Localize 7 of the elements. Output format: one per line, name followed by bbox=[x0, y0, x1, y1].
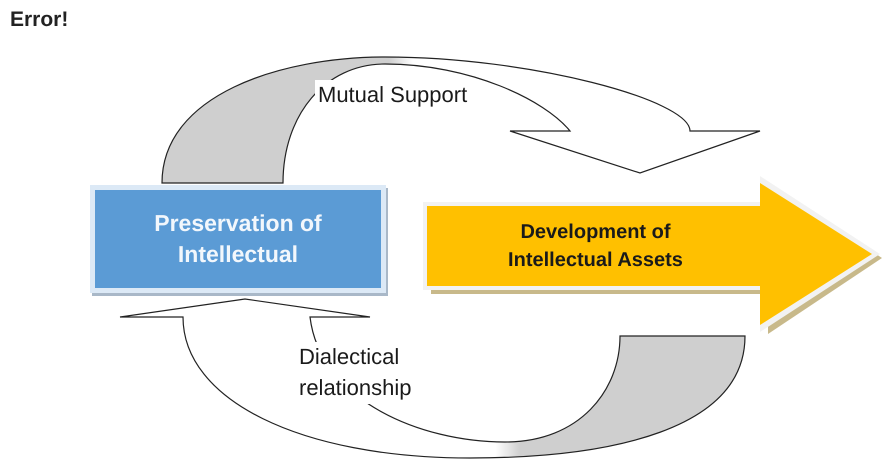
block-arrow bbox=[423, 176, 884, 334]
curved-block-arrow bbox=[161, 56, 761, 184]
process-box bbox=[90, 185, 386, 293]
title: Error! bbox=[10, 8, 68, 32]
arrow-text: Development of Intellectual Assets bbox=[507, 220, 684, 273]
box-text: Preservation of Intellectual bbox=[153, 208, 323, 269]
curved-block-arrow bbox=[119, 298, 746, 459]
